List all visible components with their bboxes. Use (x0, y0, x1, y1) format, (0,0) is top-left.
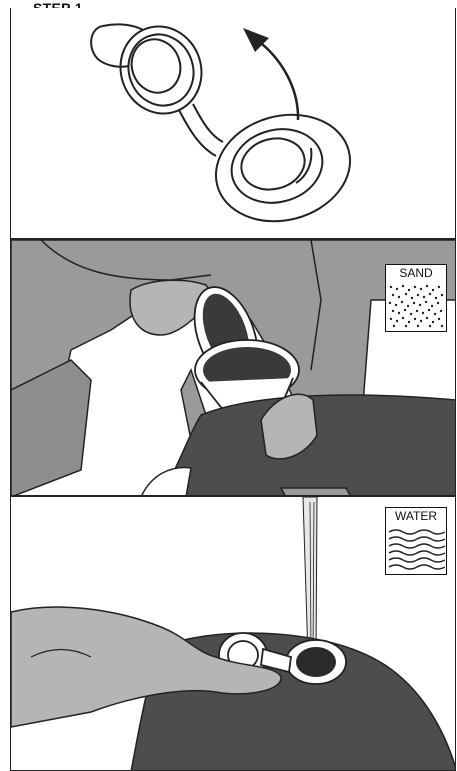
sand-texture-icon (387, 283, 445, 329)
panel-fill-water: WATER (10, 496, 456, 771)
cap-illustration (11, 8, 456, 239)
panel-pour-sand: SAND (10, 239, 456, 496)
panel-cap-diagram (10, 8, 456, 239)
water-waves-icon (387, 526, 445, 572)
bottle-cap-icon (91, 15, 362, 236)
water-legend: WATER (385, 507, 447, 575)
sand-legend-label: SAND (386, 266, 446, 280)
arrow-icon (257, 40, 298, 120)
sand-legend: SAND (385, 264, 447, 332)
water-legend-label: WATER (386, 509, 446, 523)
